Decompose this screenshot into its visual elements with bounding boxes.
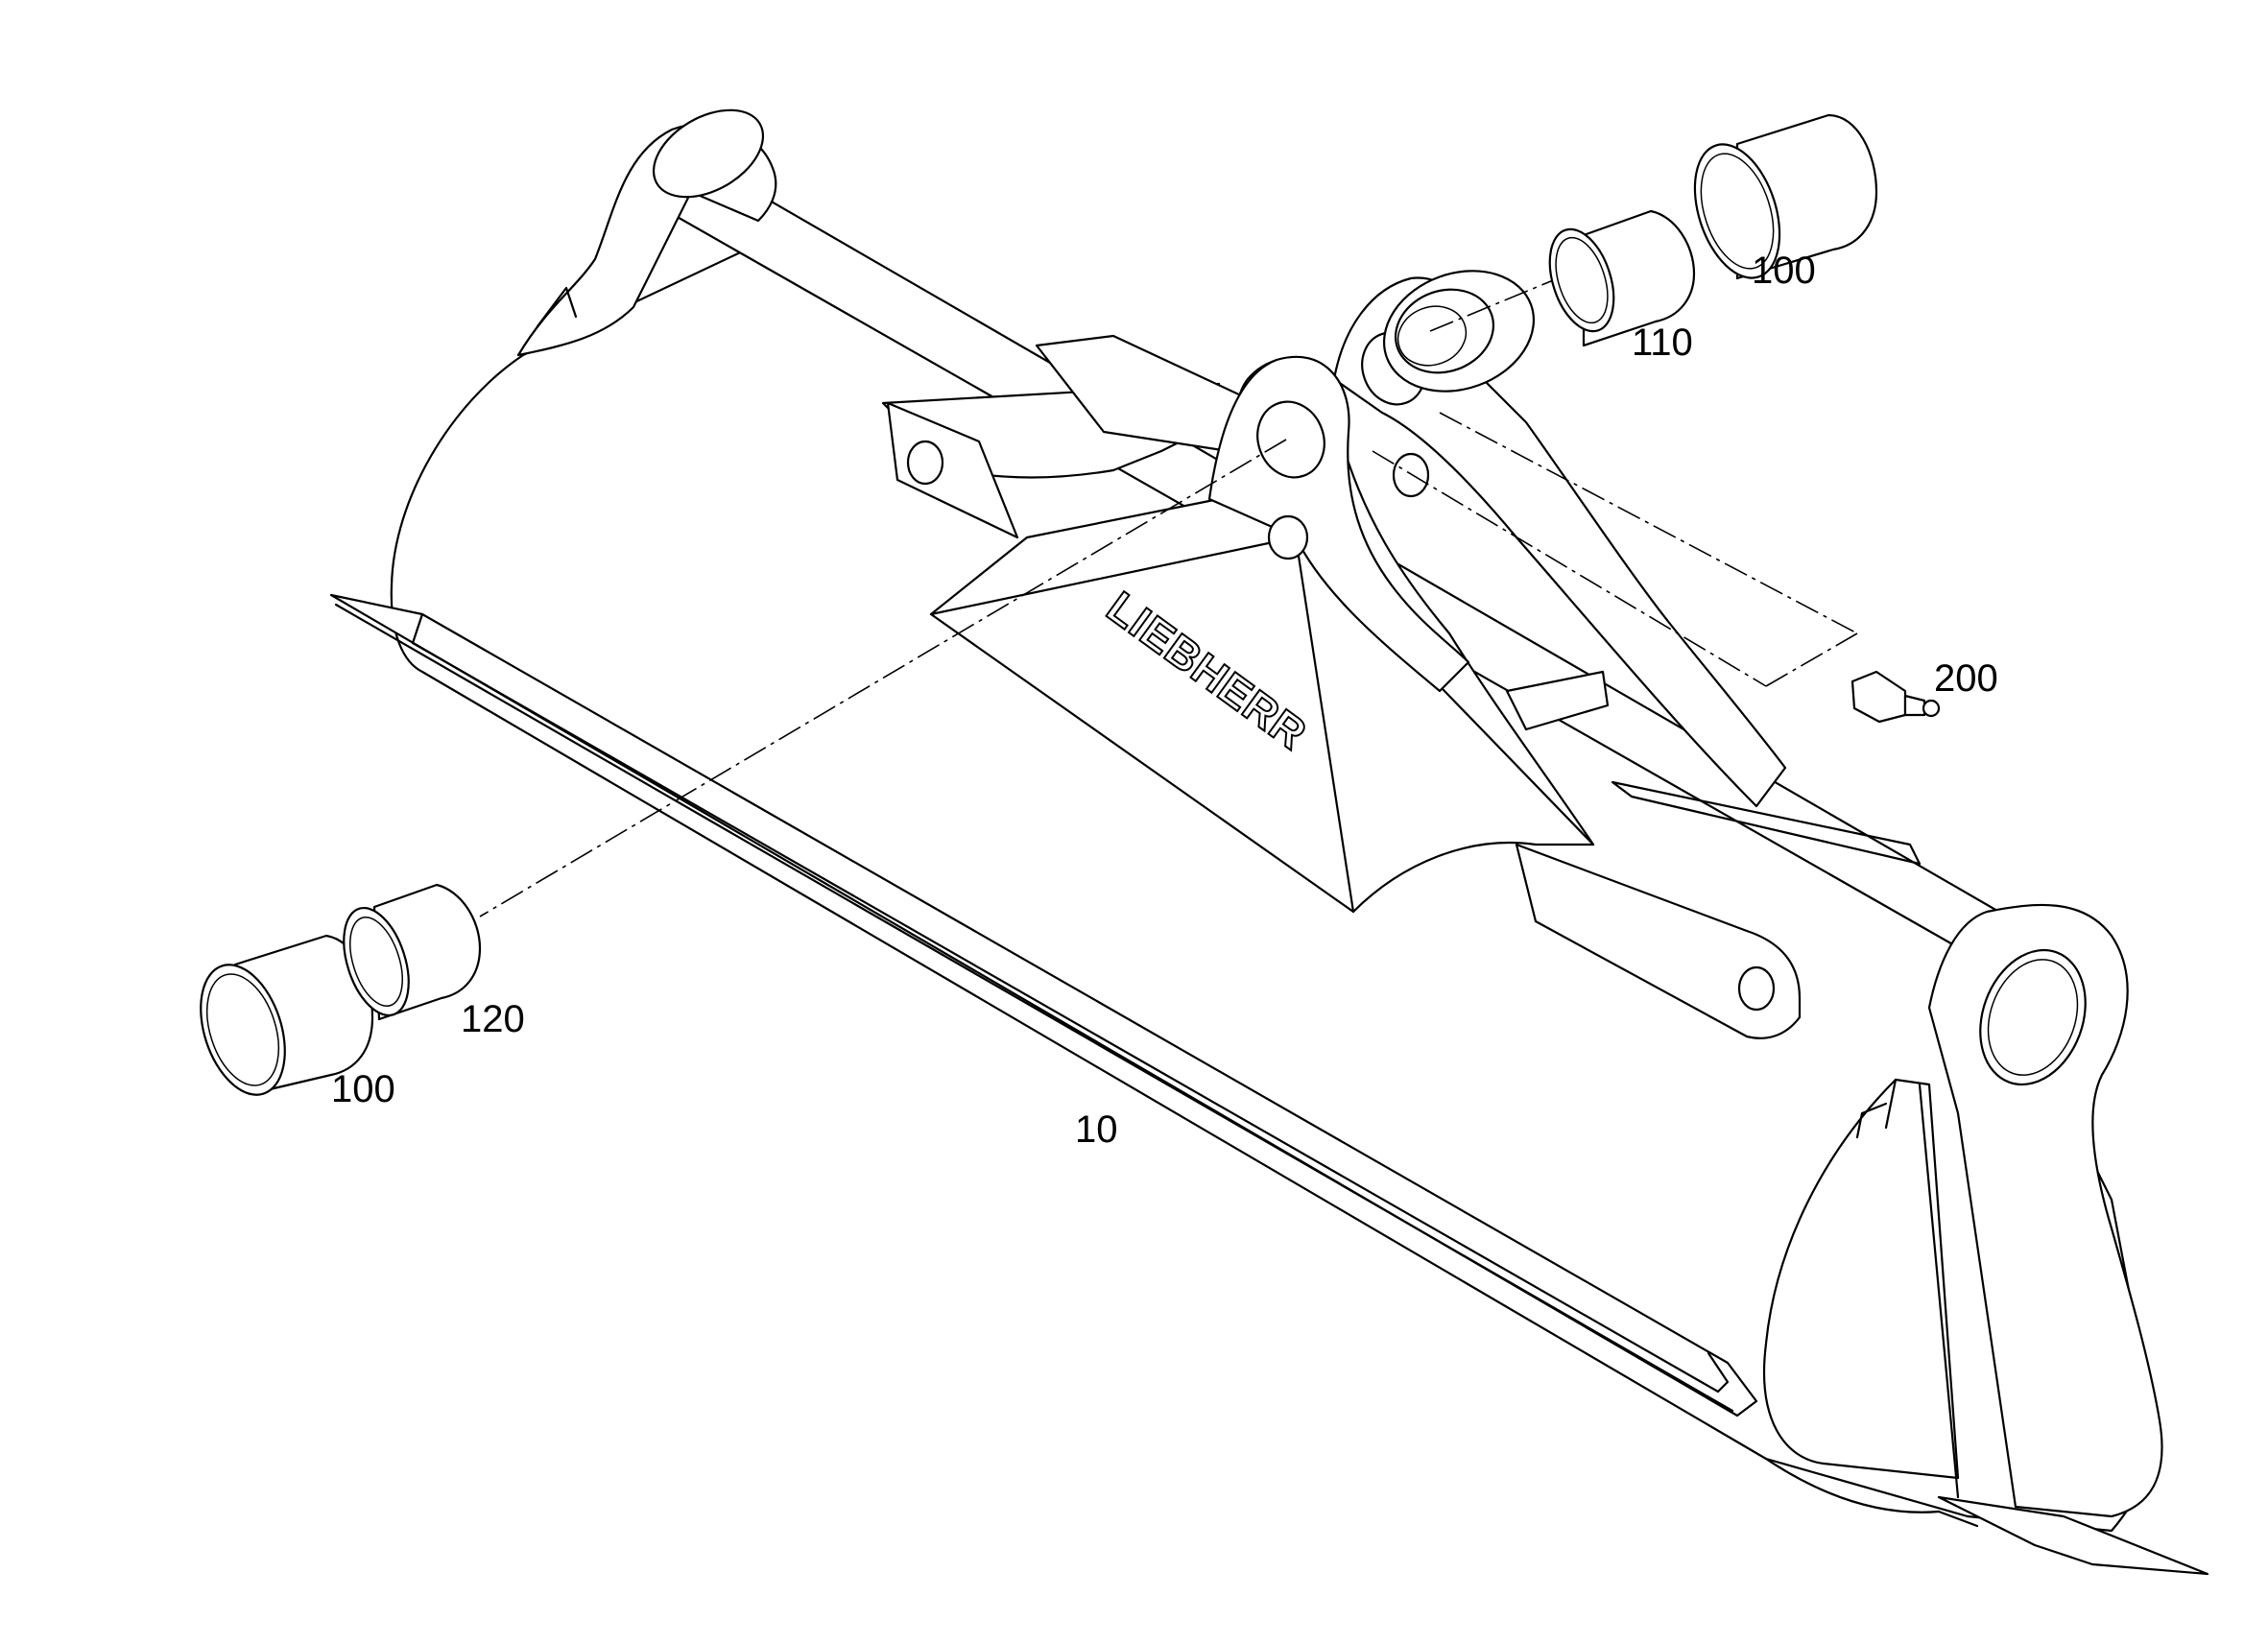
callout-spacer-top: 110 bbox=[1632, 322, 1693, 364]
callout-bushing-top: 100 bbox=[1752, 250, 1816, 292]
bushing-top bbox=[1693, 113, 1878, 280]
callout-spacer-left: 120 bbox=[461, 998, 525, 1040]
callout-grease-nipple: 200 bbox=[1934, 657, 1998, 700]
hitch-bracket bbox=[929, 357, 1595, 914]
bucket-body: LIEBHERR bbox=[329, 108, 2209, 1576]
front-pin-hole bbox=[1256, 400, 1325, 479]
right-lug-plate bbox=[1515, 843, 1802, 1039]
spacer-top bbox=[1548, 209, 1696, 347]
callout-bucket: 10 bbox=[1075, 1108, 1118, 1151]
callout-bushing-left: 100 bbox=[331, 1068, 395, 1110]
assembly-centerlines bbox=[479, 239, 1858, 917]
bushing-left bbox=[200, 934, 374, 1096]
grease-nipple bbox=[1850, 670, 1941, 724]
callout-labels: 10 100 110 200 120 100 bbox=[331, 250, 1998, 1151]
right-pin-hole bbox=[1979, 948, 2087, 1086]
spacer-left bbox=[343, 883, 482, 1021]
tooth-tip bbox=[1937, 1495, 2209, 1576]
